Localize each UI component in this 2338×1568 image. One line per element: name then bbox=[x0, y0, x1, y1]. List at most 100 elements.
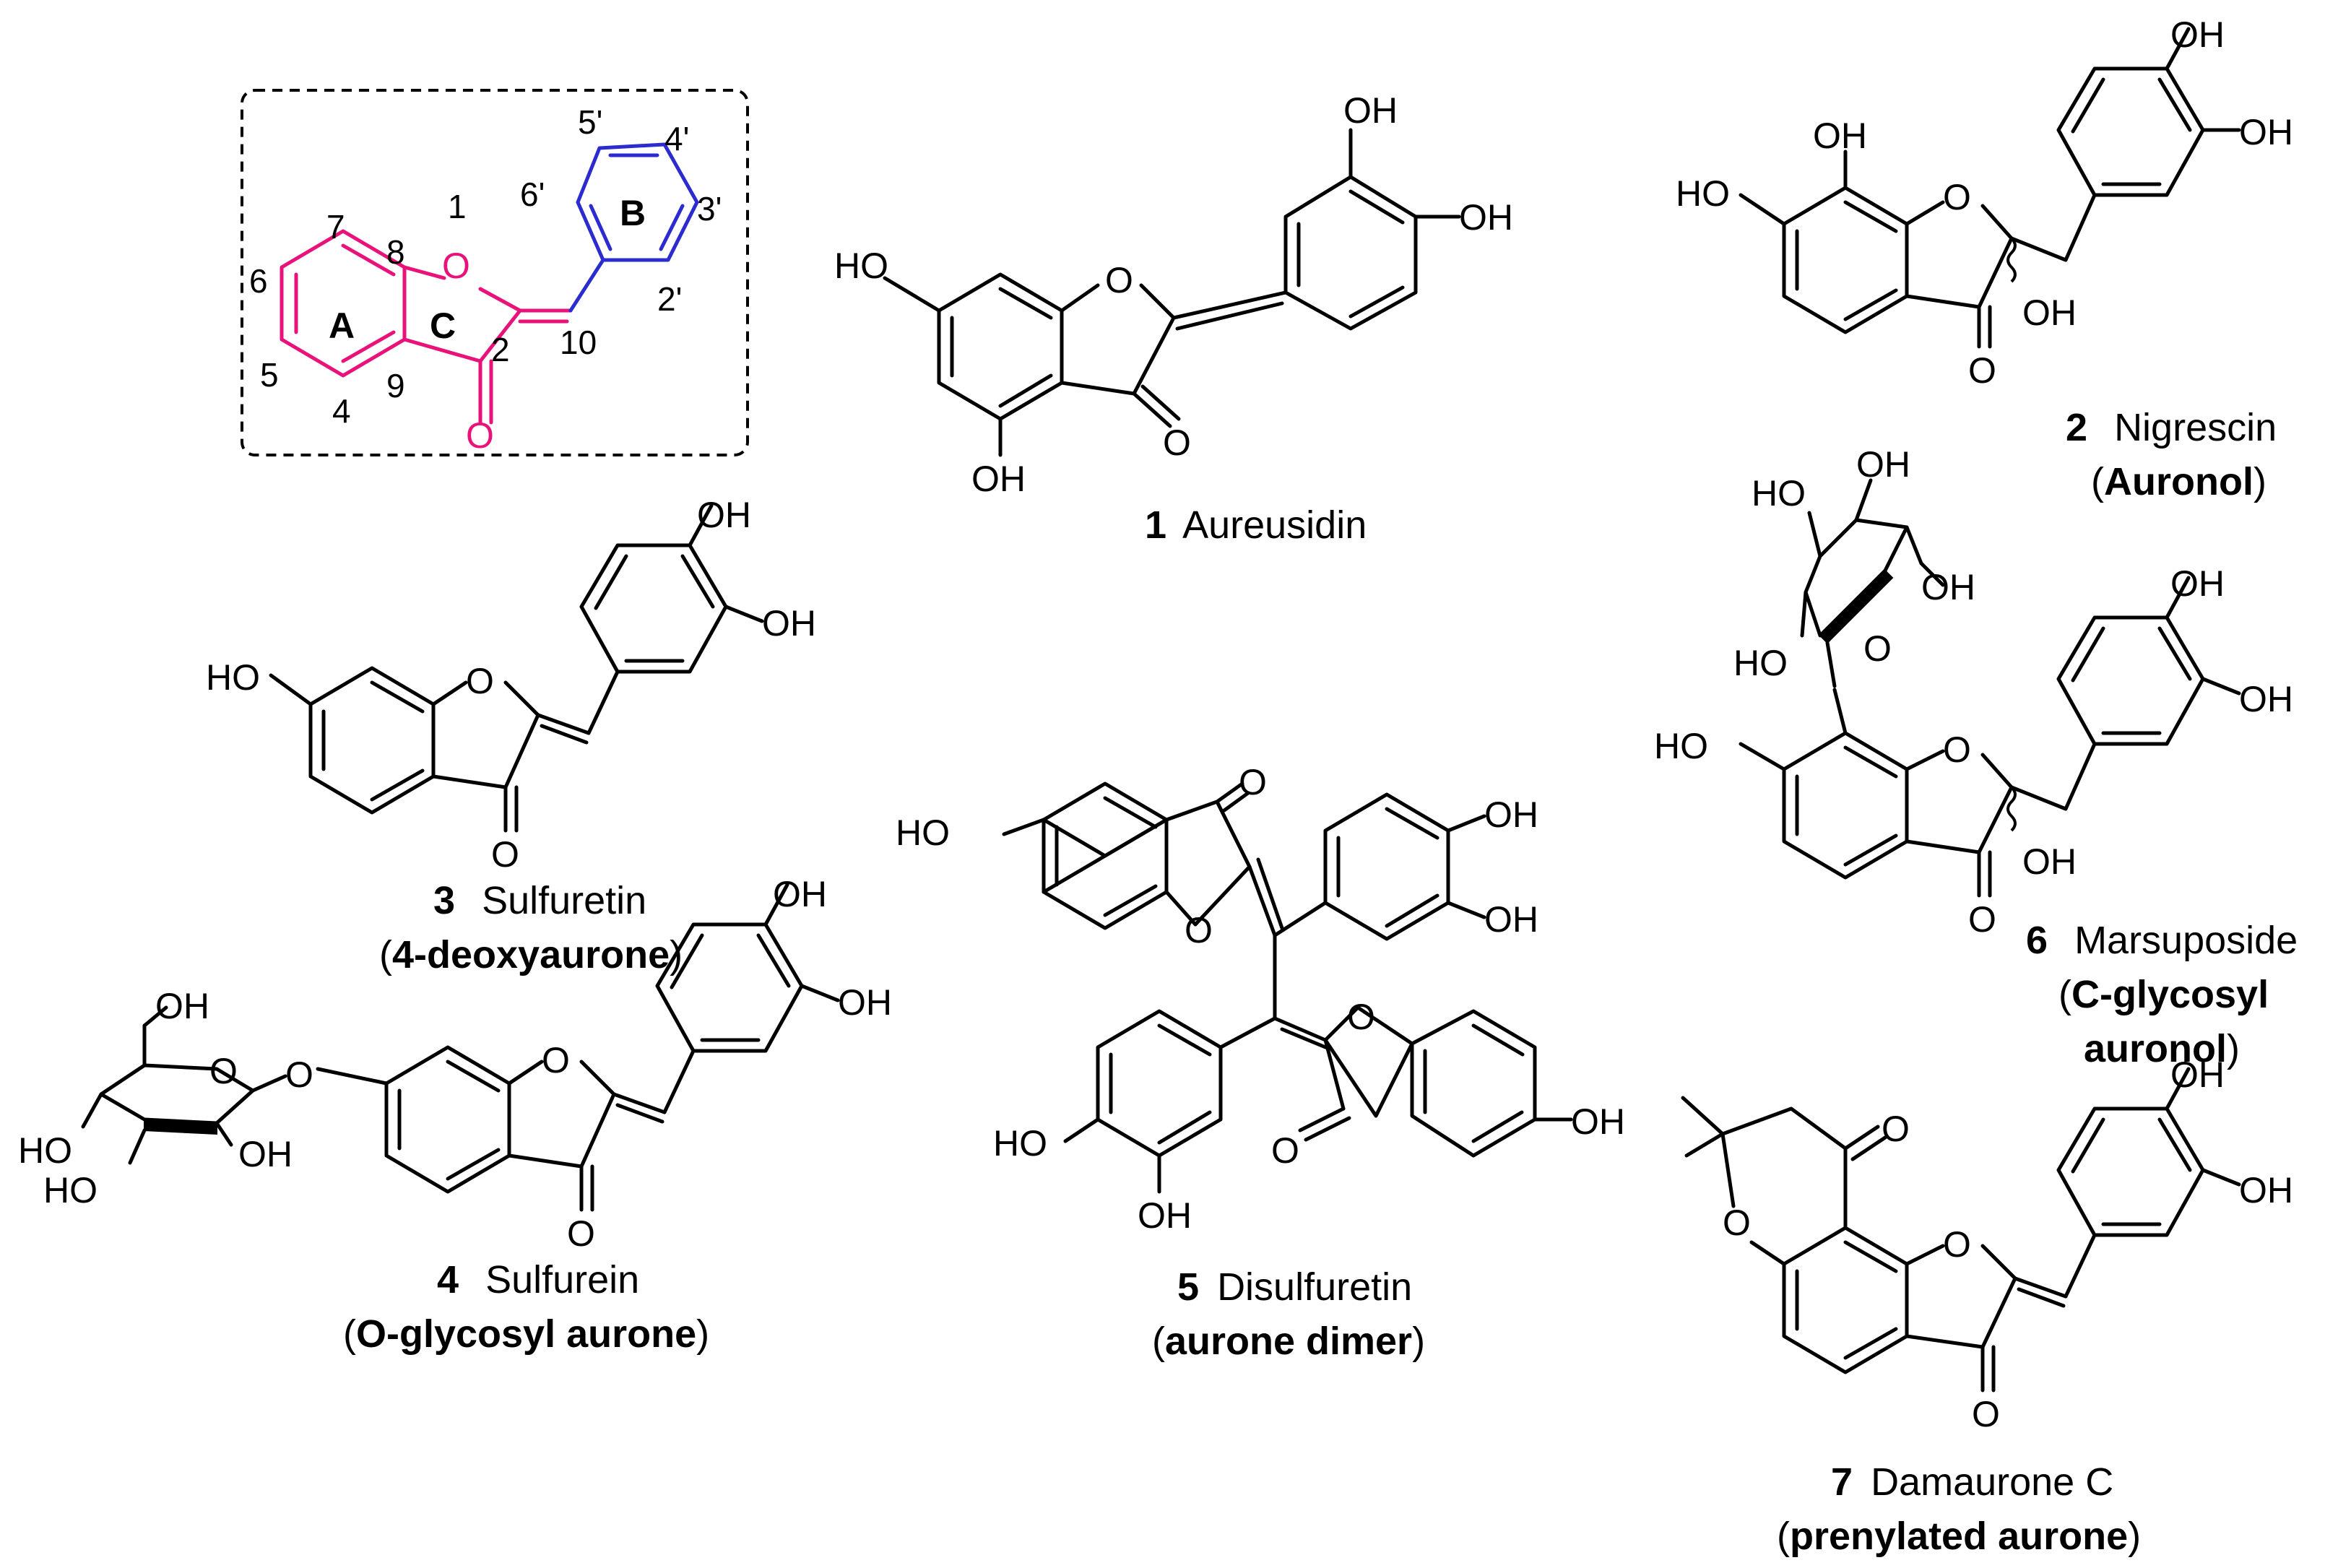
c2-carbonyl-o: O bbox=[1968, 350, 1996, 391]
ring-c bbox=[402, 265, 573, 425]
c5-ho-lower-left: HO bbox=[993, 1123, 1047, 1164]
c4-ring-o: O bbox=[542, 1040, 570, 1080]
c6-carbonyl-o: O bbox=[1968, 899, 1996, 940]
compound-2-nigrescin: OH HO O O OH OH OH 2 Nigrescin (Auronol) bbox=[1676, 14, 2293, 503]
c5-name: Disulfuretin bbox=[1217, 1265, 1412, 1309]
position-6: 6 bbox=[249, 262, 268, 300]
compound-7-damaurone-c: O O O O OH OH 7 Damaurone C (prenylated … bbox=[1681, 1054, 2293, 1558]
c6-class-line2: auronol bbox=[2084, 1027, 2227, 1070]
c1-name: Aureusidin bbox=[1182, 503, 1367, 547]
c7-oh-3prime: OH bbox=[2239, 1170, 2293, 1210]
c6-caption-line1: 6 Marsuposide bbox=[2026, 919, 2298, 962]
c6-sugar-oh-ch2: OH bbox=[1921, 567, 1975, 607]
c5-oh-lower-bottom: OH bbox=[1138, 1195, 1192, 1236]
position-3-prime: 3' bbox=[697, 190, 722, 228]
c2-name: Nigrescin bbox=[2114, 406, 2277, 449]
c6-ring-o: O bbox=[1943, 729, 1971, 770]
c5-carbonyl-o-upper: O bbox=[1239, 762, 1267, 802]
c1-carbonyl-o: O bbox=[1163, 423, 1191, 463]
compound-5-disulfuretin: HO O O OH OH O O HO OH OH 5 Disulfuretin… bbox=[896, 762, 1625, 1363]
c5-ring-o-lower: O bbox=[1347, 997, 1375, 1037]
c5-ho-upper: HO bbox=[896, 813, 950, 853]
c6-oh-2: OH bbox=[2022, 841, 2077, 882]
c3-caption-line2: (4-deoxyaurone) bbox=[379, 933, 683, 976]
c7-ring-o: O bbox=[1943, 1224, 1971, 1265]
c7-caption-line1: 7 Damaurone C bbox=[1831, 1460, 2113, 1504]
position-10: 10 bbox=[560, 324, 597, 361]
position-4: 4 bbox=[332, 392, 351, 430]
ring-label-a: A bbox=[329, 306, 355, 346]
position-2-prime: 2' bbox=[657, 280, 682, 318]
c3-oh-4prime: OH bbox=[697, 495, 751, 535]
c6-caption-line3: auronol) bbox=[2084, 1027, 2240, 1070]
c3-ho-6: HO bbox=[206, 657, 260, 698]
position-7: 7 bbox=[326, 208, 345, 246]
c4-oh-3prime: OH bbox=[838, 982, 892, 1023]
c3-ring-o: O bbox=[466, 661, 494, 701]
c4-glc-ho-3: HO bbox=[43, 1170, 98, 1210]
c5-caption-line2: (aurone dimer) bbox=[1152, 1320, 1425, 1363]
c6-ho-6: HO bbox=[1654, 726, 1708, 766]
c4-glc-ho-4: HO bbox=[18, 1130, 72, 1171]
position-8: 8 bbox=[386, 233, 405, 271]
c7-caption-line2: (prenylated aurone) bbox=[1777, 1515, 2141, 1558]
c1-number: 1 bbox=[1145, 503, 1166, 547]
c7-pyranone-o: O bbox=[1882, 1109, 1910, 1149]
position-5-prime: 5' bbox=[578, 103, 602, 141]
c5-caption-line1: 5 Disulfuretin bbox=[1177, 1265, 1412, 1309]
c7-number: 7 bbox=[1831, 1460, 1853, 1504]
c6-oh-3prime: OH bbox=[2239, 679, 2293, 719]
c4-glycosidic-o: O bbox=[285, 1054, 313, 1095]
c7-pyran-o: O bbox=[1723, 1203, 1751, 1243]
c6-name: Marsuposide bbox=[2074, 919, 2298, 962]
position-5: 5 bbox=[260, 356, 279, 394]
c6-sugar-oh-top: OH bbox=[1856, 444, 1910, 485]
c4-oh-4prime: OH bbox=[773, 874, 827, 914]
c1-ring-o: O bbox=[1105, 260, 1133, 300]
c4-glc-oh-6: OH bbox=[155, 986, 209, 1026]
core-scaffold: O O A C B 1 2 3' 4 4' 5 5' 6 6' 7 8 9 10… bbox=[241, 89, 749, 456]
c5-ring-o-upper: O bbox=[1185, 910, 1213, 950]
c2-ring-o: O bbox=[1943, 177, 1971, 217]
c3-number: 3 bbox=[433, 879, 455, 922]
position-9: 9 bbox=[386, 367, 405, 404]
c3-class: 4-deoxyaurone bbox=[392, 933, 670, 976]
compound-4-sulfurein: OH O HO OH HO O O O OH OH 4 Sulfurein (O… bbox=[18, 874, 892, 1356]
c5-class: aurone dimer bbox=[1165, 1320, 1412, 1363]
position-6-prime: 6' bbox=[520, 176, 545, 213]
core-dashed-box bbox=[241, 89, 749, 456]
c3-caption-line1: 3 Sulfuretin bbox=[433, 879, 646, 922]
c6-sugar-ring-o: O bbox=[1863, 628, 1892, 669]
c4-name: Sulfurein bbox=[485, 1258, 639, 1301]
c4-class: O-glycosyl aurone bbox=[356, 1312, 696, 1356]
ring-label-b: B bbox=[620, 193, 646, 233]
compound-6-marsuposide: HO OH OH HO O HO O O OH OH OH 6 Marsupos… bbox=[1654, 444, 2298, 1070]
c5-oh-upper-4prime: OH bbox=[1484, 794, 1538, 835]
position-2: 2 bbox=[491, 331, 510, 368]
c2-oh-4prime: OH bbox=[2170, 14, 2225, 55]
c6-number: 6 bbox=[2026, 919, 2048, 962]
c2-class: Auronol bbox=[2104, 460, 2253, 503]
ring-label-c: C bbox=[430, 306, 456, 346]
core-carbonyl-oxygen: O bbox=[466, 415, 494, 456]
c6-class-line1: C-glycosyl bbox=[2071, 973, 2269, 1016]
c4-caption-line2: (O-glycosyl aurone) bbox=[343, 1312, 709, 1356]
c7-name: Damaurone C bbox=[1871, 1460, 2113, 1504]
c3-carbonyl-o: O bbox=[491, 834, 519, 875]
c6-sugar-ho-top-left: HO bbox=[1752, 473, 1806, 514]
c1-oh-4prime: OH bbox=[1343, 90, 1398, 131]
c7-oh-4prime: OH bbox=[2170, 1054, 2225, 1095]
c3-name: Sulfuretin bbox=[482, 879, 646, 922]
c3-oh-3prime: OH bbox=[762, 603, 816, 644]
c1-oh-4: OH bbox=[971, 459, 1026, 499]
c2-oh-2: OH bbox=[2022, 293, 2077, 333]
c1-caption: 1 Aureusidin bbox=[1145, 503, 1367, 547]
ring-b bbox=[568, 142, 699, 313]
c1-oh-3prime: OH bbox=[1459, 197, 1513, 238]
c5-oh-upper-3prime: OH bbox=[1484, 899, 1538, 940]
core-ring-oxygen: O bbox=[442, 246, 470, 286]
c4-carbonyl-o: O bbox=[567, 1213, 595, 1254]
c4-glc-ring-o: O bbox=[209, 1051, 238, 1091]
